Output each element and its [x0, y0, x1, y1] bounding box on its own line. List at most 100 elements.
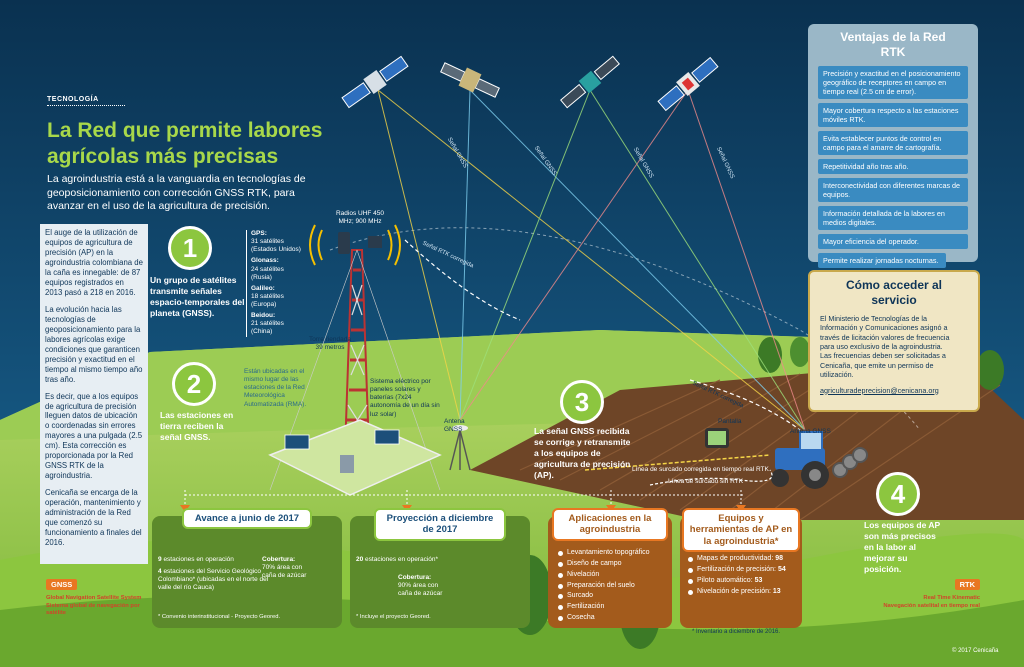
rtk-en: Real Time Kinematic — [923, 595, 980, 601]
advance-coverage-text: 70% área con caña de azúcar — [262, 564, 307, 580]
gnss-es: Sistema global de navegación por satélit… — [46, 602, 140, 617]
rtk-advantage-item: Mayor cobertura respecto a las estacione… — [818, 103, 968, 127]
equipment-note: * Inventario a diciembre de 2016. — [692, 629, 781, 635]
rtk-advantages-title: Ventajas de la Red RTK — [840, 30, 946, 59]
application-item: Fertilización — [558, 602, 650, 613]
intro-panel — [40, 224, 148, 564]
advance-title: Avance a junio de 2017 — [182, 508, 312, 530]
satellite-1-icon — [341, 55, 409, 109]
equipment-panel: Equipos y herramientas de AP en la agroi… — [680, 508, 802, 628]
projection-item-text: estaciones en operación* — [365, 556, 439, 563]
projection-panel: Proyección a diciembre de 2017 20 estaci… — [350, 508, 530, 628]
intro-paragraph-4: Cenicaña se encarga de la operación, man… — [45, 488, 142, 548]
rtk-advantage-item: Mayor eficiencia del operador. — [818, 234, 968, 249]
equipment-list: Mapas de productividad: 98 Fertilización… — [688, 554, 800, 597]
applications-list: Levantamiento topográfico Diseño de camp… — [558, 548, 650, 624]
intro-paragraph-3: Es decir, que a los equipos de agricultu… — [45, 391, 143, 481]
rtk-advantage-item: Repetitividad año tras año. — [818, 159, 968, 174]
satellite-2-icon — [440, 62, 500, 98]
field-antenna-label: Antena GNSS — [790, 428, 831, 435]
equipment-item: Fertilización de precisión: 54 — [688, 565, 800, 576]
advance-item-2: 4 estaciones del Servicio Geológico Colo… — [158, 568, 270, 592]
rtk-advantage-item: Precisión y exactitud en el posicionamie… — [818, 66, 968, 99]
intro-paragraph-2: La evolución hacia las tecnologías de ge… — [45, 304, 143, 384]
access-title: Cómo acceder al servicio — [845, 278, 943, 307]
no-rtk-line-label: Línea de surcado sin RTK — [668, 478, 744, 485]
equipment-item: Nivelación de precisión: 13 — [688, 587, 800, 598]
application-item: Preparación del suelo — [558, 581, 650, 592]
rtk-advantage-item: Evita establecer puntos de control en ca… — [818, 131, 968, 155]
advance-item-1-num: 9 — [158, 556, 162, 563]
projection-item-num: 20 — [356, 556, 364, 563]
page-title: La Red que permite labores agrícolas más… — [47, 119, 323, 169]
station-fence — [268, 419, 442, 496]
step-1-text: Un grupo de satélites transmite señales … — [150, 275, 245, 319]
step-4-badge: 4 — [876, 472, 920, 516]
advance-coverage-label: Cobertura: — [262, 556, 296, 563]
gnss-antenna-tripod — [449, 425, 471, 471]
section-tag: TECNOLOGÍA — [47, 96, 125, 106]
rtk-advantage-item: Permite realizar jornadas nocturnas. — [818, 253, 946, 268]
access-text: El Ministerio de Tecnologías de la Infor… — [820, 314, 950, 380]
applications-title: Aplicaciones en la agroindustria — [552, 508, 668, 541]
radio-label: Radios UHF 450 MHz; 900 MHz — [335, 210, 385, 226]
projection-title: Proyección a diciembre de 2017 — [374, 508, 506, 541]
gps-name: GPS: — [251, 230, 267, 237]
application-item: Levantamiento topográfico — [558, 548, 650, 559]
advance-item-2-text: estaciones del Servicio Geológico Colomb… — [158, 568, 269, 592]
access-email-link[interactable]: agriculturadeprecision@cenicana.org — [820, 385, 939, 395]
advance-coverage: Cobertura: 70% área con caña de azúcar — [262, 556, 307, 580]
galileo-name: Galileo: — [251, 284, 275, 292]
application-item: Surcado — [558, 591, 650, 602]
galileo-detail: 18 satélites (Europa) — [251, 292, 284, 308]
stations-note: Están ubicadas en el mismo lugar de las … — [244, 368, 307, 408]
projection-coverage-label: Cobertura: — [398, 574, 432, 581]
rtk-advantage-item: Información detallada de la labores en m… — [818, 206, 968, 230]
screen-label: Pantalla — [718, 418, 742, 425]
rtk-advantage-item: Interconectividad con diferentes marcas … — [818, 178, 968, 202]
step-2-text: Las estaciones en tierra reciben la seña… — [160, 410, 234, 443]
gnss-en: Global Navigation Satellite System — [46, 595, 142, 601]
equipment-item: Piloto automático: 53 — [688, 576, 800, 587]
glossary-rtk: RTK Real Time Kinematic Navegación satel… — [870, 574, 980, 610]
constellation-list: GPS: 31 satélites (Estados Unidos) Glona… — [246, 230, 306, 337]
copyright: © 2017 Cenicaña — [952, 648, 999, 654]
rtk-advantages-panel: Ventajas de la Red RTK Precisión y exact… — [808, 24, 978, 268]
rtk-tag: RTK — [954, 579, 980, 590]
rtk-es: Navegación satelital en tiempo real — [883, 602, 980, 609]
advance-item-2-num: 4 — [158, 568, 162, 575]
tower-label: Torre riendada 39 metros — [309, 336, 351, 352]
step-1-badge: 1 — [168, 226, 212, 270]
projection-coverage-text: 90% área con caña de azúcar — [398, 582, 443, 598]
glossary-gnss: GNSS Global Navigation Satellite System … — [46, 574, 156, 618]
glonass-detail: 24 satélites (Rusia) — [251, 265, 284, 281]
projection-item: 20 estaciones en operación* — [356, 556, 466, 564]
glonass-name: Glonass: — [251, 257, 279, 265]
step-3-text: La señal GNSS recibida se corrige y retr… — [534, 426, 631, 481]
application-item: Nivelación — [558, 570, 650, 581]
advance-item-1: 9 estaciones en operación — [158, 556, 268, 564]
corrected-line-label: Línea de surcado corregida en tiempo rea… — [632, 466, 769, 473]
advance-item-1-text: estaciones en operación — [163, 556, 234, 563]
advance-panel: Avance a junio de 2017 9 estaciones en o… — [152, 508, 342, 628]
antenna-label: Antena GNSS — [444, 418, 465, 434]
beidou-name: Beidou: — [251, 312, 276, 320]
power-label: Sistema eléctrico por paneles solares y … — [370, 378, 440, 418]
equipment-title: Equipos y herramientas de AP en la agroi… — [682, 508, 800, 553]
satellite-4-icon — [657, 56, 719, 112]
beidou-detail: 21 satélites (China) — [251, 320, 284, 336]
gnss-tag: GNSS — [46, 579, 78, 590]
equipment-item: Mapas de productividad: 98 — [688, 554, 800, 565]
step-2-badge: 2 — [172, 362, 216, 406]
page-lead: La agroindustria está a la vanguardia en… — [47, 173, 306, 213]
gps-detail: 31 satélites (Estados Unidos) — [251, 238, 301, 254]
tractor-icon — [771, 431, 868, 489]
intro-paragraph-1: El auge de la utilización de equipos de … — [45, 228, 143, 297]
advance-note: * Convenio interinstitucional - Proyecto… — [158, 614, 281, 620]
application-item: Cosecha — [558, 613, 650, 624]
satellite-3-icon — [560, 55, 620, 109]
intro-column: El auge de la utilización de equipos de … — [45, 228, 143, 555]
step-4-text: Los equipos de AP son más precisos en la… — [864, 520, 941, 575]
access-panel: Cómo acceder al servicio El Ministerio d… — [808, 270, 980, 412]
application-item: Diseño de campo — [558, 559, 650, 570]
